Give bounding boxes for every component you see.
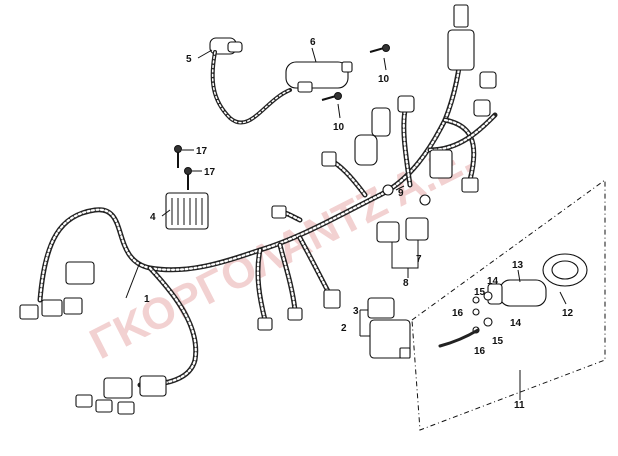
- starter-group: [411, 179, 606, 431]
- callout-2: 2: [341, 323, 347, 334]
- regulator-rectifier: [165, 145, 209, 230]
- callout-16-upper: 16: [452, 308, 464, 319]
- ignition-coil-assembly: [209, 37, 353, 125]
- callout-15-lower: 15: [492, 336, 504, 347]
- relays: [376, 217, 429, 269]
- callout-3: 3: [353, 306, 359, 317]
- callout-11: 11: [514, 400, 525, 411]
- callout-8: 8: [403, 278, 409, 289]
- bolts-10: [321, 44, 390, 101]
- callout-14-upper: 14: [487, 276, 499, 287]
- callout-17-upper: 17: [196, 146, 208, 157]
- callout-9: 9: [398, 188, 404, 199]
- callout-4: 4: [150, 212, 156, 223]
- callout-16-lower: 16: [474, 346, 486, 357]
- callout-14-lower: 14: [510, 318, 522, 329]
- main-wire-harness: [37, 37, 498, 388]
- callout-7: 7: [416, 254, 422, 265]
- callout-1: 1: [144, 294, 150, 305]
- callout-5: 5: [186, 54, 192, 65]
- callout-12: 12: [562, 308, 574, 319]
- leader-lines: [125, 47, 567, 400]
- callout-6: 6: [310, 37, 316, 48]
- callout-labels: 1 2 3 4 5 6 7 8 9 10 10 11 12 13 14 14 1…: [144, 37, 574, 411]
- callout-17-lower: 17: [204, 167, 216, 178]
- callout-10-lower: 10: [333, 122, 345, 133]
- callout-10-upper: 10: [378, 74, 390, 85]
- callout-15-upper: 15: [474, 287, 486, 298]
- harness-connectors: [19, 4, 497, 415]
- callout-13: 13: [512, 260, 524, 271]
- cdi-unit: [359, 297, 411, 359]
